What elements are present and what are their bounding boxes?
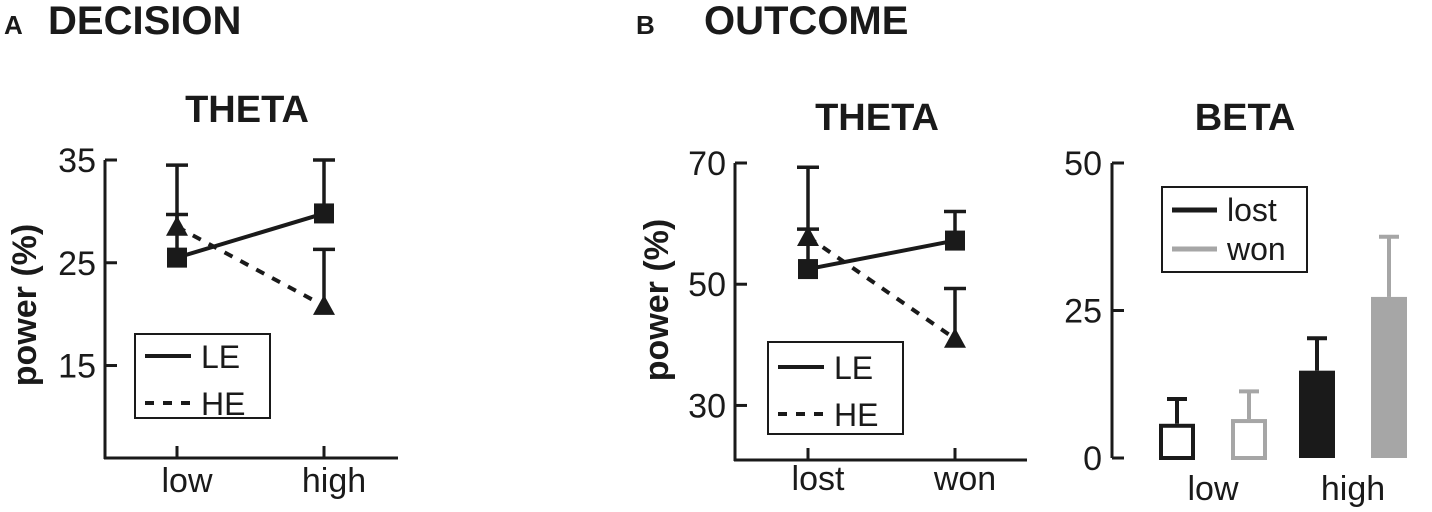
outcome-theta-chart: THETA power (%) 30 50 70 lost won LE HE bbox=[638, 97, 1027, 498]
data-point-le bbox=[314, 203, 334, 224]
panel-b-title: OUTCOME bbox=[704, 0, 908, 43]
chart-title: THETA bbox=[185, 89, 309, 131]
legend-box bbox=[1161, 186, 1308, 273]
y-tick-label: 25 bbox=[58, 245, 96, 283]
y-axis-label: power (%) bbox=[6, 224, 44, 386]
data-point-le bbox=[945, 230, 965, 251]
y-tick-label: 50 bbox=[688, 266, 726, 304]
x-tick-label: high bbox=[1321, 470, 1385, 508]
bar-won-high bbox=[1371, 296, 1407, 458]
x-tick-label: lost bbox=[792, 460, 845, 498]
legend-box bbox=[134, 333, 271, 419]
y-tick-label: 70 bbox=[688, 145, 726, 183]
x-tick-label: low bbox=[161, 462, 212, 500]
data-point-he bbox=[313, 294, 335, 315]
y-tick-label: 25 bbox=[1064, 293, 1102, 331]
y-tick-label: 35 bbox=[58, 142, 96, 180]
x-tick-label: high bbox=[302, 462, 366, 500]
panel-b-letter: B bbox=[636, 10, 655, 40]
y-tick-label: 15 bbox=[58, 348, 96, 386]
series-line-le bbox=[807, 238, 956, 272]
legend: LE HE bbox=[134, 333, 271, 422]
series-line-he bbox=[806, 235, 957, 341]
x-tick-label: won bbox=[933, 460, 996, 498]
legend-label-he: HE bbox=[201, 386, 245, 422]
chart-title: THETA bbox=[815, 97, 939, 139]
legend-label-lost: lost bbox=[1227, 192, 1277, 228]
bar-lost-high bbox=[1299, 370, 1335, 458]
chart-title: BETA bbox=[1195, 97, 1296, 139]
series-line-le bbox=[176, 211, 325, 260]
data-point-he bbox=[944, 327, 966, 348]
y-tick-label: 0 bbox=[1083, 440, 1102, 478]
bar-lost-low bbox=[1159, 423, 1195, 460]
data-point-le bbox=[167, 247, 187, 268]
legend-box bbox=[767, 341, 904, 435]
decision-theta-chart: THETA power (%) 15 25 35 low high LE HE bbox=[6, 89, 398, 500]
data-point-he bbox=[166, 215, 188, 236]
legend-label-he: HE bbox=[834, 397, 878, 433]
data-point-he bbox=[797, 225, 819, 246]
y-tick-label: 30 bbox=[688, 387, 726, 425]
data-point-le bbox=[798, 259, 818, 280]
legend-label-le: LE bbox=[834, 350, 873, 386]
legend-label-le: LE bbox=[201, 339, 240, 375]
panel-a-title: DECISION bbox=[48, 0, 241, 43]
bar-won-low bbox=[1231, 419, 1267, 460]
series-line-he bbox=[176, 225, 325, 308]
legend: LE HE bbox=[767, 341, 904, 435]
panel-a-letter: A bbox=[4, 10, 23, 40]
x-tick-label: low bbox=[1187, 470, 1238, 508]
legend-label-won: won bbox=[1226, 231, 1286, 267]
y-axis-label: power (%) bbox=[638, 219, 676, 381]
y-tick-label: 50 bbox=[1064, 145, 1102, 183]
